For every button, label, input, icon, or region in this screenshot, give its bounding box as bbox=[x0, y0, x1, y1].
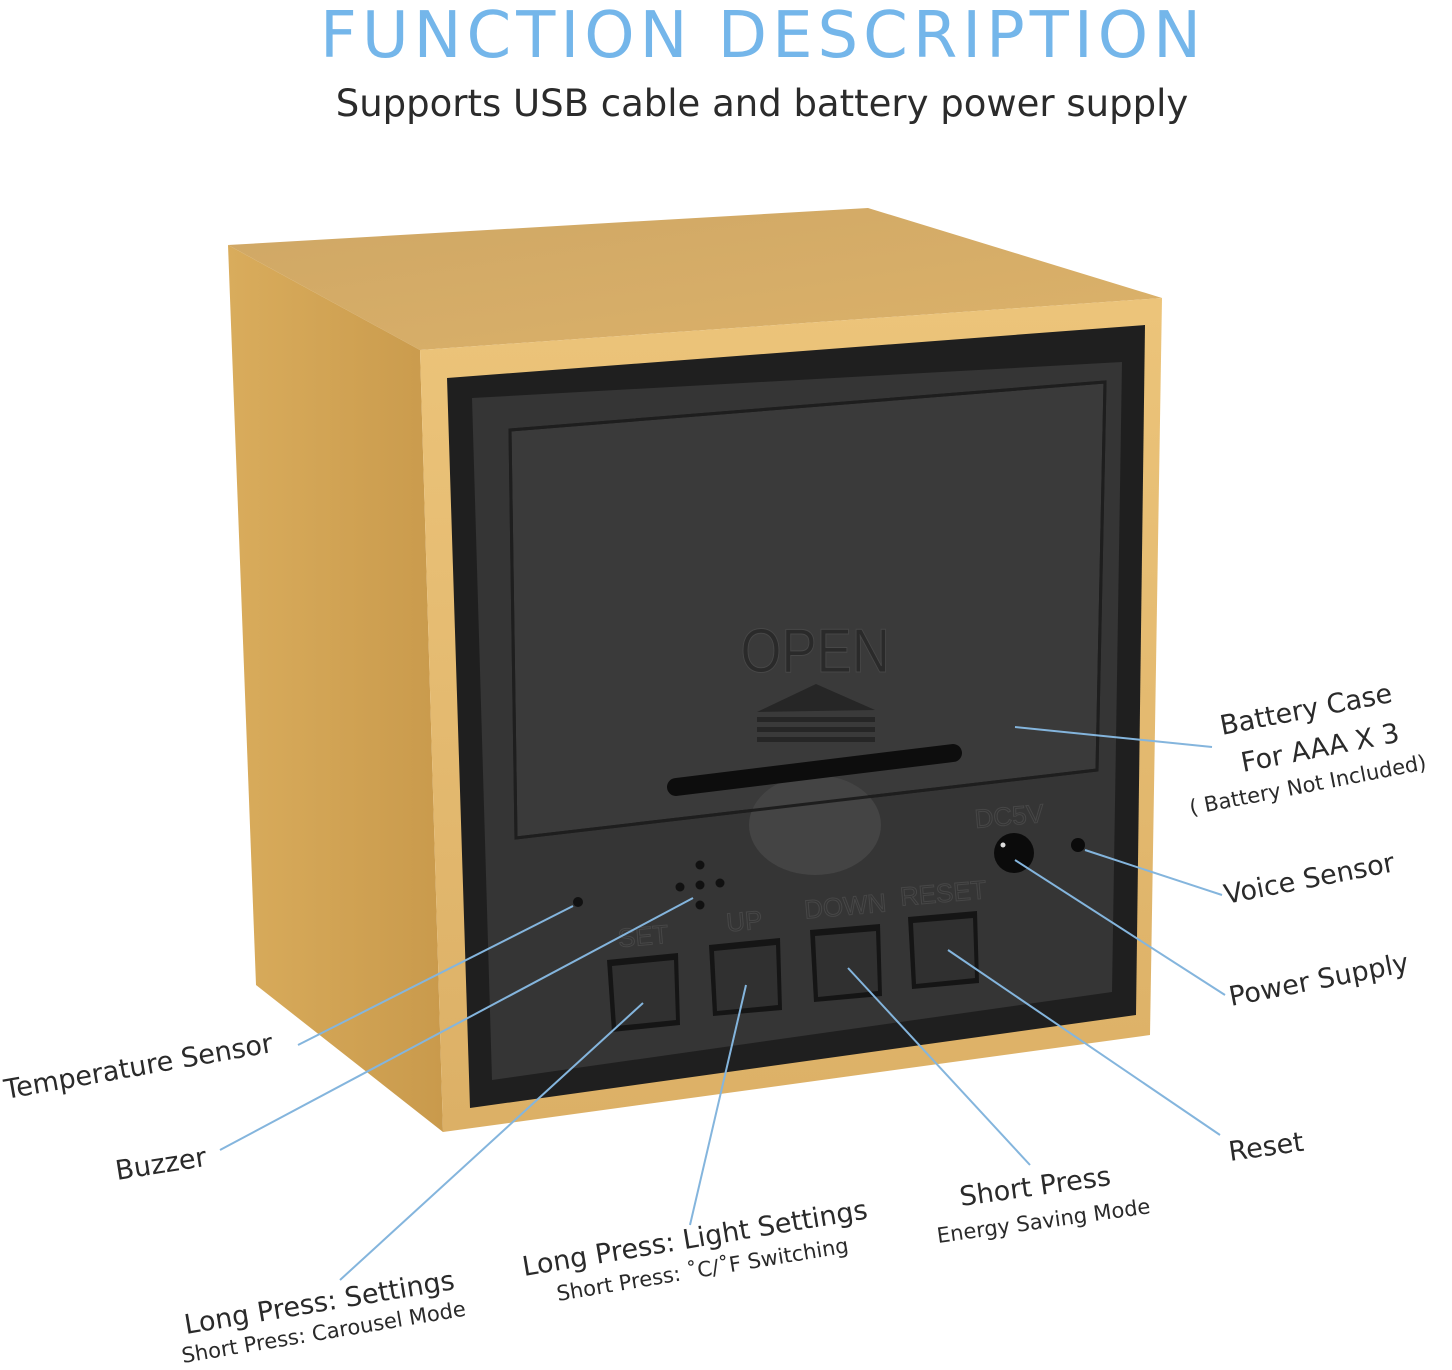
clock-device: OPEN DC5V SET UP DOWN bbox=[228, 208, 1162, 1132]
callout-lines bbox=[219, 726, 1226, 1281]
dc-power-jack[interactable] bbox=[994, 833, 1034, 873]
temperature-sensor-hole bbox=[573, 897, 583, 907]
voice-sensor-hole bbox=[1071, 838, 1085, 852]
buzzer-holes bbox=[675, 860, 725, 910]
pir-dome bbox=[749, 775, 881, 875]
lid-slot bbox=[667, 744, 962, 796]
voice-sensor-label: Voice Sensor bbox=[1221, 847, 1398, 911]
down-button[interactable]: DOWN bbox=[802, 887, 888, 1002]
wood-top-face bbox=[228, 208, 1162, 350]
reset-button[interactable]: RESET bbox=[898, 874, 988, 989]
open-arrow-icon bbox=[757, 684, 875, 742]
up-button-label: UP bbox=[725, 905, 764, 938]
buzzer-label: Buzzer bbox=[113, 1142, 209, 1187]
power-supply-label: Power Supply bbox=[1226, 948, 1411, 1013]
dc5v-marking: DC5V bbox=[973, 798, 1045, 834]
reset-label: Reset bbox=[1227, 1127, 1306, 1168]
lid-open-label: OPEN bbox=[741, 617, 890, 686]
temperature-sensor-label: Temperature Sensor bbox=[1, 1028, 276, 1106]
wood-left-face bbox=[228, 245, 443, 1132]
up-button[interactable]: UP bbox=[709, 904, 782, 1016]
page-title: FUNCTION DESCRIPTION bbox=[320, 0, 1206, 73]
set-button[interactable]: SET bbox=[607, 918, 680, 1032]
page-subtitle: Supports USB cable and battery power sup… bbox=[336, 82, 1189, 125]
